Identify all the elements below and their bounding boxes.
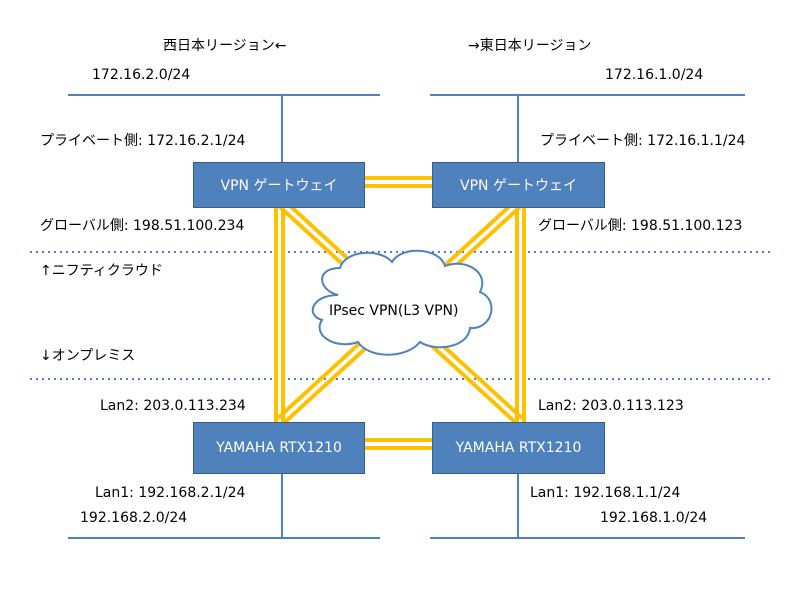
east-cloud-subnet: 172.16.1.0/24: [605, 67, 704, 83]
tunnel-label: IPsec VPN(L3 VPN): [329, 303, 459, 319]
cloud-zone-label: ↑ニフティクラウド: [40, 263, 163, 279]
east-lan2-label: Lan2: 203.0.113.123: [538, 398, 684, 414]
vpn-gateway-west-label: VPN ゲートウェイ: [220, 178, 338, 194]
west-region-title: 西日本リージョン←: [163, 38, 287, 54]
vpn-gateway-west: VPN ゲートウェイ: [193, 162, 365, 208]
west-lan2-label: Lan2: 203.0.113.234: [100, 398, 246, 414]
east-global-label: グローバル側: 198.51.100.123: [538, 218, 743, 234]
east-lan1-label: Lan1: 192.168.1.1/24: [530, 485, 681, 501]
vpn-gateway-east-label: VPN ゲートウェイ: [460, 178, 577, 194]
east-onprem-subnet: 192.168.1.0/24: [600, 510, 708, 526]
rtx-router-east-label: YAMAHA RTX1210: [455, 440, 582, 456]
west-lan1-label: Lan1: 192.168.2.1/24: [95, 485, 246, 501]
west-cloud-subnet: 172.16.2.0/24: [92, 67, 191, 83]
west-onprem-subnet: 192.168.2.0/24: [80, 510, 188, 526]
tunnel-west-vertical: [274, 207, 285, 422]
east-region-title: →東日本リージョン: [468, 38, 592, 54]
west-global-label: グローバル側: 198.51.100.234: [40, 218, 245, 234]
cloud-icon: [311, 249, 493, 356]
tunnel-gw-link: [365, 176, 432, 188]
west-private-label: プライベート側: 172.16.2.1/24: [40, 133, 246, 149]
tunnel-east-vertical: [515, 207, 526, 422]
tunnel-rtx-link: [365, 438, 432, 450]
rtx-router-west: YAMAHA RTX1210: [193, 422, 365, 474]
east-private-label: プライベート側: 172.16.1.1/24: [540, 133, 746, 149]
onprem-zone-label: ↓オンプレミス: [40, 348, 136, 364]
rtx-router-east: YAMAHA RTX1210: [432, 422, 605, 474]
rtx-router-west-label: YAMAHA RTX1210: [216, 440, 342, 456]
vpn-gateway-east: VPN ゲートウェイ: [432, 162, 605, 208]
